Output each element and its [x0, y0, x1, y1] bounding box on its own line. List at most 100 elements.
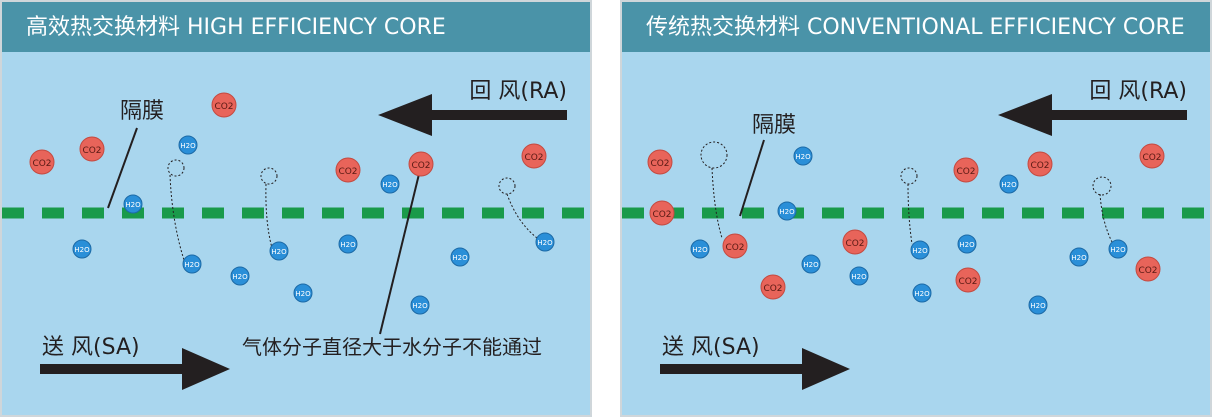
h2o-molecule: H2O [1108, 239, 1128, 259]
pore [1092, 176, 1112, 196]
svg-text:CO2: CO2 [845, 239, 864, 249]
supply-air-arrow [660, 348, 850, 390]
pores [167, 159, 538, 261]
return-air-arrow [998, 94, 1187, 136]
co2-molecule: CO2 [649, 200, 675, 226]
pore-trail [169, 174, 185, 261]
h2o-molecule: H2O [690, 239, 710, 259]
h2o-molecule: H2O [269, 241, 289, 261]
supply-air-arrow [40, 348, 230, 390]
svg-text:H2O: H2O [779, 208, 795, 216]
supply-air-label: 送 风(SA) [662, 335, 760, 360]
h2o-molecules: H2O H2O H2O H2O H2O H2O H2O H2O H2O H2O … [72, 135, 555, 315]
h2o-molecule: H2O [777, 201, 797, 221]
svg-text:CO2: CO2 [214, 102, 233, 112]
svg-text:H2O: H2O [340, 241, 356, 249]
svg-text:CO2: CO2 [1138, 266, 1157, 276]
co2-molecules: CO2 CO2 CO2 CO2 CO2 CO2 [29, 92, 547, 183]
h2o-molecule: H2O [123, 194, 143, 214]
svg-text:H2O: H2O [1030, 302, 1046, 310]
membrane-label: 隔膜 [752, 113, 796, 138]
high-efficiency-diagram: 回 风(RA) 送 风(SA) 隔膜 气体分子直径大于水分子不能通过 CO2 C… [2, 79, 590, 390]
pore [167, 159, 185, 177]
svg-text:CO2: CO2 [956, 167, 975, 177]
svg-text:CO2: CO2 [524, 153, 543, 163]
svg-text:H2O: H2O [1110, 246, 1126, 254]
pore-trail [907, 183, 913, 245]
svg-text:H2O: H2O [125, 201, 141, 209]
co2-molecule: CO2 [722, 233, 748, 259]
svg-text:H2O: H2O [180, 142, 196, 150]
conventional-efficiency-diagram: 回 风(RA) 送 风(SA) 隔膜 CO2 CO2 CO2 CO2 CO2 C… [622, 79, 1210, 390]
co2-molecule: CO2 [953, 157, 979, 183]
svg-text:H2O: H2O [914, 290, 930, 298]
h2o-molecule: H2O [1069, 247, 1089, 267]
svg-text:CO2: CO2 [338, 167, 357, 177]
h2o-molecule: H2O [999, 174, 1019, 194]
h2o-molecule: H2O [801, 254, 821, 274]
svg-text:H2O: H2O [912, 247, 928, 255]
h2o-molecule: H2O [957, 234, 977, 254]
svg-text:H2O: H2O [184, 261, 200, 269]
svg-text:H2O: H2O [537, 239, 553, 247]
note-pointer [379, 169, 421, 335]
svg-text:H2O: H2O [382, 181, 398, 189]
h2o-molecule: H2O [910, 240, 930, 260]
conventional-efficiency-panel: 传统热交换材料 CONVENTIONAL EFFICIENCY CORE 回 风… [620, 0, 1212, 417]
svg-text:H2O: H2O [452, 254, 468, 262]
h2o-molecule: H2O [293, 283, 313, 303]
svg-text:H2O: H2O [271, 248, 287, 256]
co2-molecule: CO2 [1139, 143, 1165, 169]
h2o-molecules: H2O H2O H2O H2O H2O H2O H2O H2O H2O H2O … [690, 146, 1128, 315]
co2-molecule: CO2 [647, 149, 673, 175]
h2o-molecule: H2O [793, 146, 813, 166]
pore [700, 141, 728, 169]
svg-text:H2O: H2O [851, 273, 867, 281]
co2-molecule: CO2 [842, 229, 868, 255]
membrane-label: 隔膜 [120, 99, 164, 124]
co2-molecules: CO2 CO2 CO2 CO2 CO2 CO2 CO2 CO2 CO2 CO2 [647, 143, 1165, 300]
svg-text:CO2: CO2 [32, 159, 51, 169]
h2o-molecule: H2O [182, 254, 202, 274]
co2-molecule: CO2 [29, 149, 55, 175]
svg-text:H2O: H2O [232, 273, 248, 281]
svg-text:H2O: H2O [1001, 181, 1017, 189]
co2-molecule: CO2 [521, 143, 547, 169]
h2o-molecule: H2O [1028, 295, 1048, 315]
return-air-label: 回 风(RA) [469, 79, 567, 104]
h2o-molecule: H2O [450, 247, 470, 267]
panel-title: 高效热交换材料 HIGH EFFICIENCY CORE [2, 2, 590, 52]
h2o-molecule: H2O [849, 266, 869, 286]
membrane-pointer [107, 127, 138, 209]
svg-text:H2O: H2O [412, 302, 428, 310]
svg-text:CO2: CO2 [650, 159, 669, 169]
svg-text:H2O: H2O [1071, 254, 1087, 262]
co2-molecule: CO2 [79, 136, 105, 162]
h2o-molecule: H2O [912, 283, 932, 303]
co2-molecule: CO2 [955, 267, 981, 293]
svg-text:CO2: CO2 [958, 277, 977, 287]
co2-molecule: CO2 [335, 157, 361, 183]
svg-text:H2O: H2O [692, 246, 708, 254]
svg-text:H2O: H2O [74, 246, 90, 254]
co2-molecule: CO2 [1135, 256, 1161, 282]
pore [900, 167, 918, 185]
high-efficiency-panel: 高效热交换材料 HIGH EFFICIENCY CORE 回 风(RA) 送 风… [0, 0, 592, 417]
return-air-label: 回 风(RA) [1089, 79, 1187, 104]
svg-text:CO2: CO2 [763, 284, 782, 294]
co2-molecule: CO2 [1027, 151, 1053, 177]
svg-text:CO2: CO2 [411, 161, 430, 171]
co2-molecule: CO2 [408, 151, 434, 177]
h2o-molecule: H2O [535, 232, 555, 252]
pore-trail [1099, 193, 1113, 243]
h2o-molecule: H2O [178, 135, 198, 155]
svg-text:H2O: H2O [295, 290, 311, 298]
svg-text:CO2: CO2 [1030, 161, 1049, 171]
svg-text:H2O: H2O [795, 153, 811, 161]
svg-text:CO2: CO2 [82, 146, 101, 156]
co2-molecule: CO2 [760, 274, 786, 300]
note-label: 气体分子直径大于水分子不能通过 [242, 335, 542, 359]
pore [260, 167, 278, 185]
h2o-molecule: H2O [380, 174, 400, 194]
pores [700, 141, 1113, 245]
